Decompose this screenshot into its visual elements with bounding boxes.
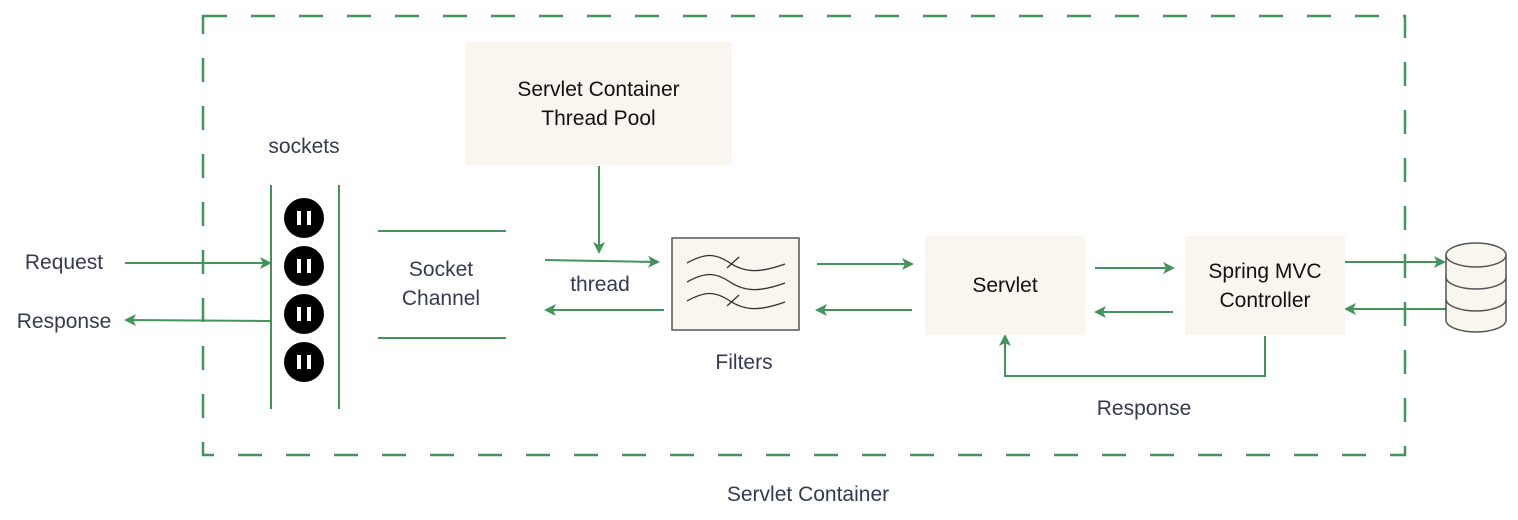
socket-outlet-icon [284, 294, 324, 334]
socket-icons [284, 198, 324, 382]
socket-channel-label: Socket Channel [401, 258, 481, 310]
controller-response-loop-arrow [999, 334, 1266, 377]
sockets-label: sockets [268, 135, 340, 158]
servlet-node[interactable]: Servlet [925, 236, 1085, 335]
thread-pool-label: Servlet Container Thread Pool [517, 77, 680, 130]
socket-outlet-icon [284, 246, 324, 286]
servlet-container-label: Servlet Container [726, 483, 890, 506]
filters-label: Filters [715, 351, 773, 374]
socket-outlet-icon [284, 198, 324, 238]
response-out-label: Response [16, 310, 112, 333]
thread-to-filters-arrow [544, 255, 660, 268]
response-arrow [124, 314, 271, 327]
controller-response-label: Response [1096, 397, 1192, 420]
request-label: Request [24, 251, 104, 274]
controller-label: Spring MVC Controller [1208, 259, 1322, 312]
thread-label: thread [570, 273, 630, 296]
database-icon[interactable] [1445, 242, 1507, 333]
servlet-label: Servlet [972, 274, 1038, 297]
filters-node[interactable] [671, 237, 800, 331]
thread-pool-node[interactable]: Servlet Container Thread Pool [465, 42, 732, 165]
socket-outlet-icon [284, 342, 324, 382]
filter-waves-icon [686, 254, 786, 310]
controller-node[interactable]: Spring MVC Controller [1185, 236, 1345, 335]
